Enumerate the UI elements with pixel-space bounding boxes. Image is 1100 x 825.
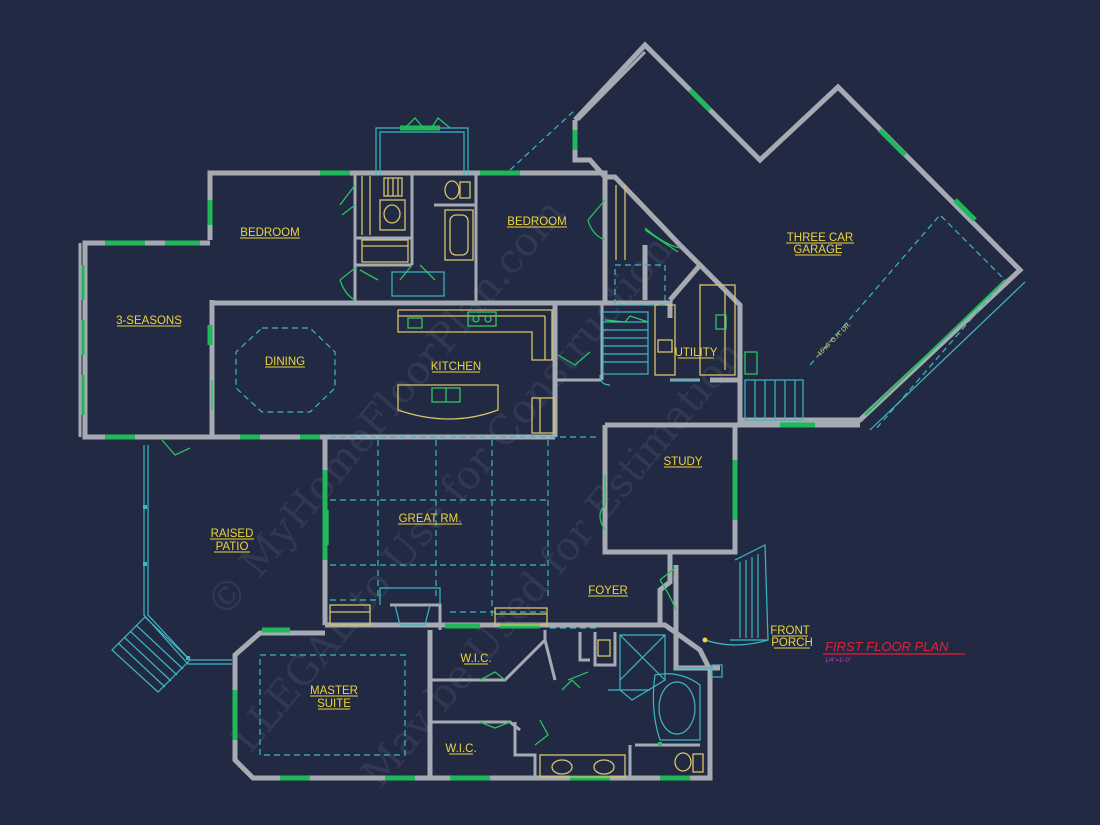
garage-door-note: 16'x8' O.H. DR. — [816, 321, 853, 358]
label-master-line1: MASTER — [310, 685, 358, 697]
plan-title-block: FIRST FLOOR PLAN 1/4"=1'-0" — [823, 639, 965, 664]
label-bedroom-right: BEDROOM — [507, 216, 566, 228]
label-garage-line1: THREE CAR — [787, 232, 853, 244]
dining-table — [235, 327, 336, 413]
great-room-beams — [329, 436, 600, 629]
label-wic-upper: W.I.C. — [460, 653, 491, 665]
kitchen-cabinets — [397, 309, 555, 434]
stairs-utility — [599, 264, 804, 421]
raised-patio — [111, 445, 232, 693]
label-front-porch-line2: PORCH — [771, 637, 813, 649]
bath-fixtures — [361, 176, 626, 297]
label-kitchen: KITCHEN — [431, 361, 481, 373]
label-master-line2: SUITE — [317, 698, 351, 710]
label-foyer: FOYER — [588, 585, 628, 597]
plan-scale: 1/4"=1'-0" — [825, 658, 851, 664]
label-utility: UTILITY — [675, 347, 718, 359]
label-wic-lower: W.I.C. — [445, 743, 476, 755]
label-dining: DINING — [265, 356, 305, 368]
master-suite-details — [259, 634, 704, 778]
walls — [82, 41, 1024, 781]
plan-title: FIRST FLOOR PLAN — [825, 639, 949, 654]
label-great-room: GREAT RM. — [399, 513, 462, 525]
doors — [161, 117, 681, 746]
label-raised-patio-line2: PATIO — [216, 541, 249, 553]
garage-details — [509, 109, 1026, 431]
label-raised-patio-line1: RAISED — [211, 528, 254, 540]
label-study: STUDY — [664, 456, 703, 468]
front-porch — [676, 544, 769, 678]
label-three-seasons: 3-SEASONS — [116, 315, 182, 327]
label-garage-line2: GARAGE — [793, 244, 843, 256]
label-bedroom-left: BEDROOM — [240, 227, 299, 239]
label-front-porch-line1: FRONT — [770, 625, 810, 637]
windows — [79, 88, 977, 781]
